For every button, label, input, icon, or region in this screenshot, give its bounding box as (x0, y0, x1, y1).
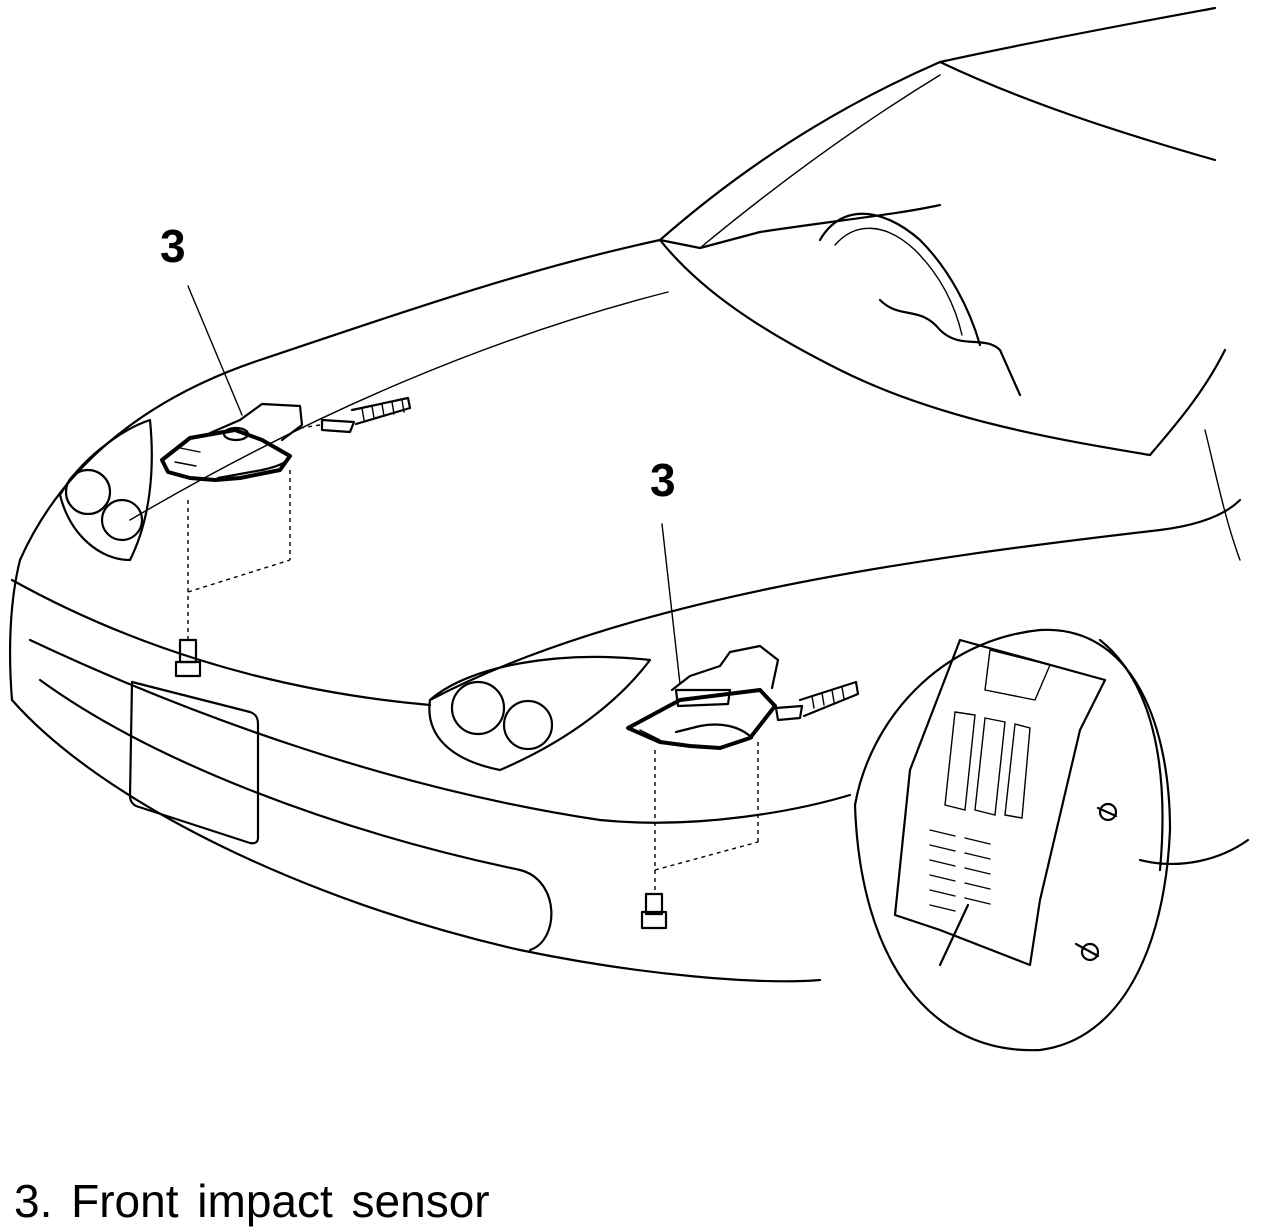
hood-panel-line (129, 291, 669, 521)
bumper-intake (38, 678, 553, 952)
windshield-pillar (938, 60, 1217, 162)
splash-shield-vents (929, 829, 991, 912)
left-sensor-bolt-vertical (174, 638, 202, 678)
legend-front-impact-sensor: 3. Front impact sensor (14, 1175, 490, 1227)
windshield-inner (699, 74, 941, 249)
shield-clip-upper (1096, 802, 1118, 822)
callout-left-sensor: 3 (160, 220, 186, 272)
fender-top-line (428, 498, 1242, 702)
left-sensor-bolt-horizontal (320, 396, 412, 434)
center-callout-leader (661, 523, 681, 685)
cowl-hump-inner (834, 227, 963, 336)
right-headlight (428, 655, 652, 772)
splash-shield (893, 638, 1107, 967)
center-sensor-bolt-vertical (640, 892, 668, 930)
left-impact-sensor (160, 402, 304, 482)
left-sensor-dash-guides (187, 424, 321, 640)
center-sensor-dash-guides (654, 742, 759, 892)
left-headlight (58, 418, 153, 562)
hood-front-edge (18, 238, 662, 562)
left-callout-leader (187, 285, 243, 416)
front-surface-upper (10, 578, 432, 707)
cowl-line (658, 203, 942, 250)
left-front-curve (8, 558, 22, 702)
callout-center-sensor: 3 (650, 454, 676, 506)
hood-crease (658, 238, 1152, 457)
cowl-wave (878, 298, 1022, 397)
license-plate (128, 680, 260, 845)
bumper-upper-line (28, 638, 852, 824)
cowl-hump (818, 212, 982, 347)
cowl-right (1148, 348, 1227, 457)
rocker-line (1138, 838, 1250, 866)
bumper-lower-line (10, 698, 822, 983)
shield-clip-lower (1074, 942, 1100, 962)
car-body (8, 6, 1250, 983)
center-sensor-bolt-horizontal (774, 680, 860, 722)
center-impact-sensor (626, 644, 780, 750)
wheel-well (853, 628, 1172, 1052)
right-fender-edge (1204, 429, 1241, 561)
